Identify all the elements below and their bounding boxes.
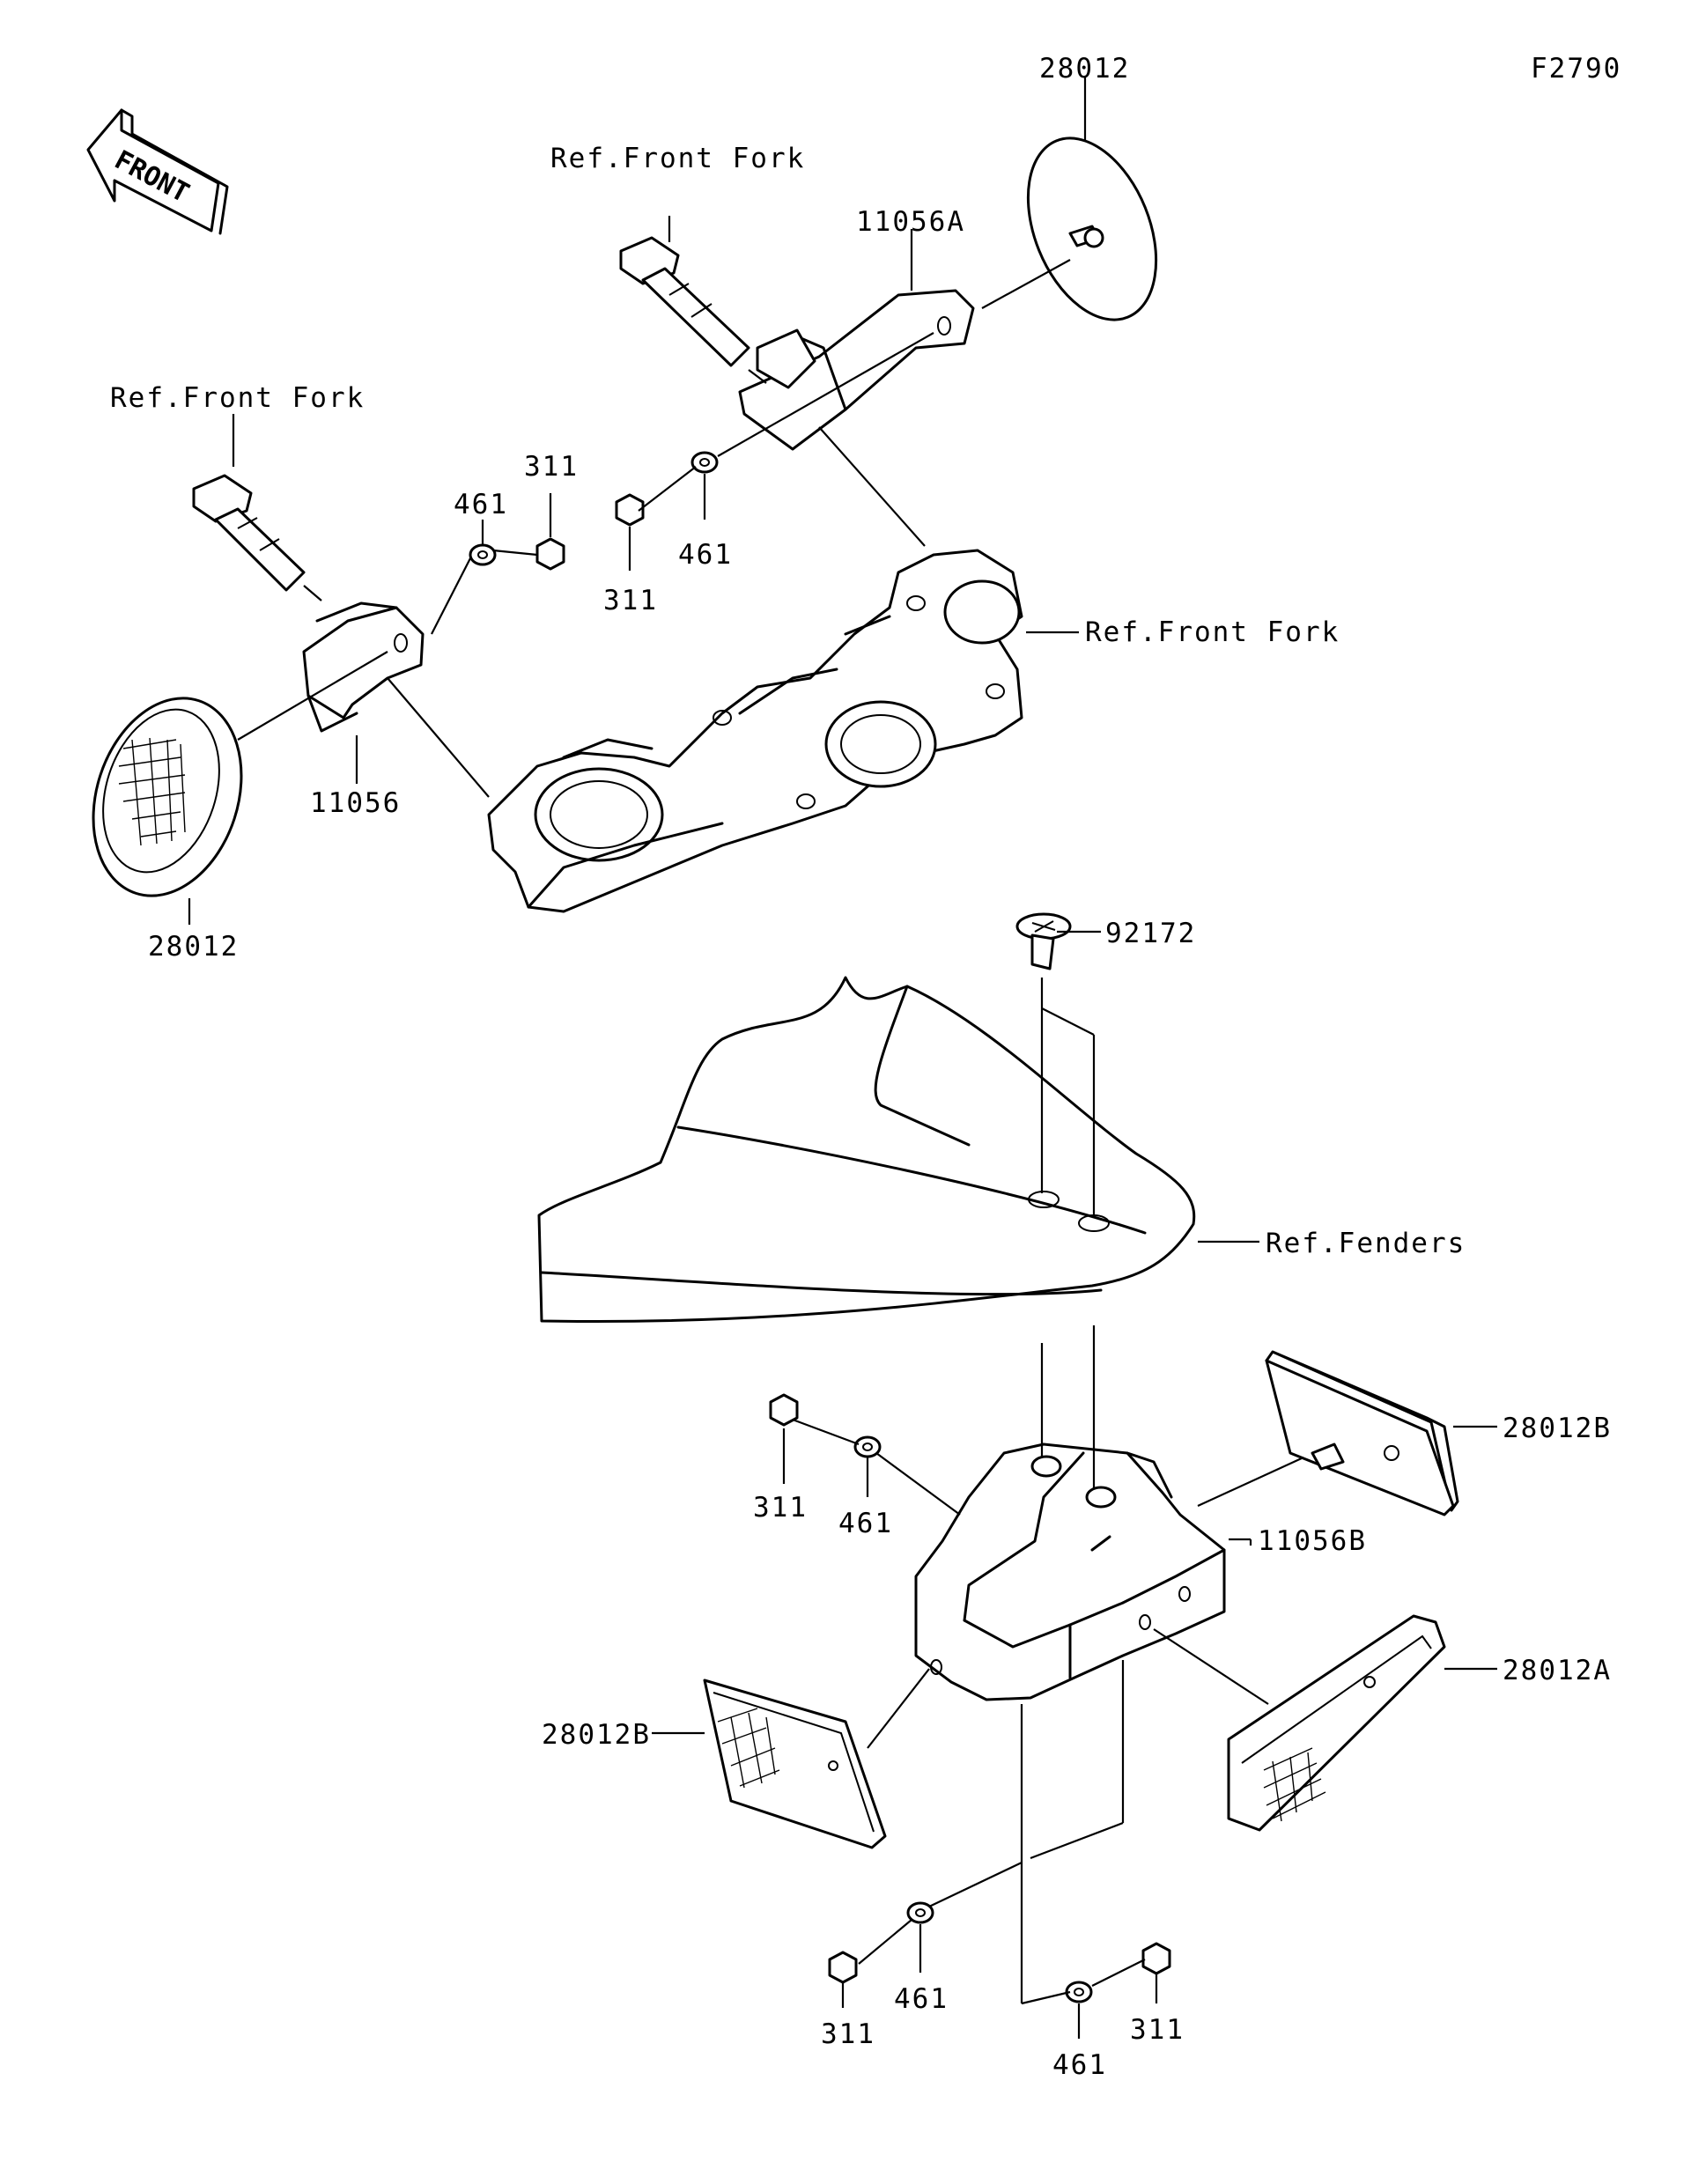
label-28012-left: 28012 (148, 931, 239, 963)
label-461-d: 461 (894, 1983, 949, 2015)
reflector-28012B-right (1265, 1350, 1459, 1516)
label-461-b: 461 (678, 539, 733, 571)
washer-461-c (853, 1435, 882, 1458)
label-461-a: 461 (454, 489, 508, 520)
label-11056A: 11056A (856, 206, 965, 238)
nut-311-a (535, 537, 565, 571)
bracket-11056 (302, 601, 425, 733)
reflector-28012-top (1026, 136, 1158, 321)
label-11056: 11056 (310, 787, 401, 819)
label-ref-front-fork-right: Ref.Front Fork (1085, 616, 1340, 648)
label-ref-fenders: Ref.Fenders (1266, 1228, 1466, 1259)
label-11056B: 11056B (1258, 1525, 1367, 1557)
figure-code: F2790 (1531, 53, 1621, 85)
washer-461-b (690, 451, 719, 474)
nut-311-d (828, 1951, 858, 1984)
triple-clamp (487, 549, 1023, 913)
label-ref-front-fork-left: Ref.Front Fork (110, 382, 365, 414)
washer-461-d (906, 1901, 934, 1924)
label-311-d: 311 (821, 2018, 875, 2050)
screw-92172 (1015, 912, 1072, 970)
bolt-upper (619, 236, 750, 367)
label-311-b: 311 (603, 585, 658, 616)
label-28012A: 28012A (1503, 1655, 1612, 1686)
bolt-left (192, 474, 306, 592)
label-311-a: 311 (524, 451, 579, 483)
label-28012B-left: 28012B (542, 1719, 651, 1751)
label-28012B-right: 28012B (1503, 1413, 1612, 1444)
label-28012-top: 28012 (1039, 53, 1130, 85)
fender (537, 976, 1196, 1324)
front-arrow-icon: FRONT (86, 108, 229, 235)
label-311-c: 311 (753, 1492, 808, 1524)
label-ref-front-fork-top: Ref.Front Fork (550, 143, 805, 174)
nut-311-e (1141, 1942, 1171, 1975)
nut-311-b (615, 493, 645, 527)
label-311-e: 311 (1130, 2014, 1185, 2046)
washer-461-e (1065, 1981, 1093, 2003)
reflector-28012A (1227, 1614, 1446, 1832)
reflector-28012-left (92, 697, 243, 897)
bracket-11056A (738, 289, 975, 451)
bracket-11056B (914, 1442, 1226, 1701)
label-461-c: 461 (838, 1508, 893, 1539)
nut-311-c (769, 1393, 799, 1427)
reflector-28012B-left (703, 1679, 887, 1849)
label-92172: 92172 (1105, 918, 1196, 949)
label-461-e: 461 (1052, 2049, 1107, 2081)
leader-lines (188, 77, 1497, 2039)
washer-461-a (469, 543, 497, 566)
